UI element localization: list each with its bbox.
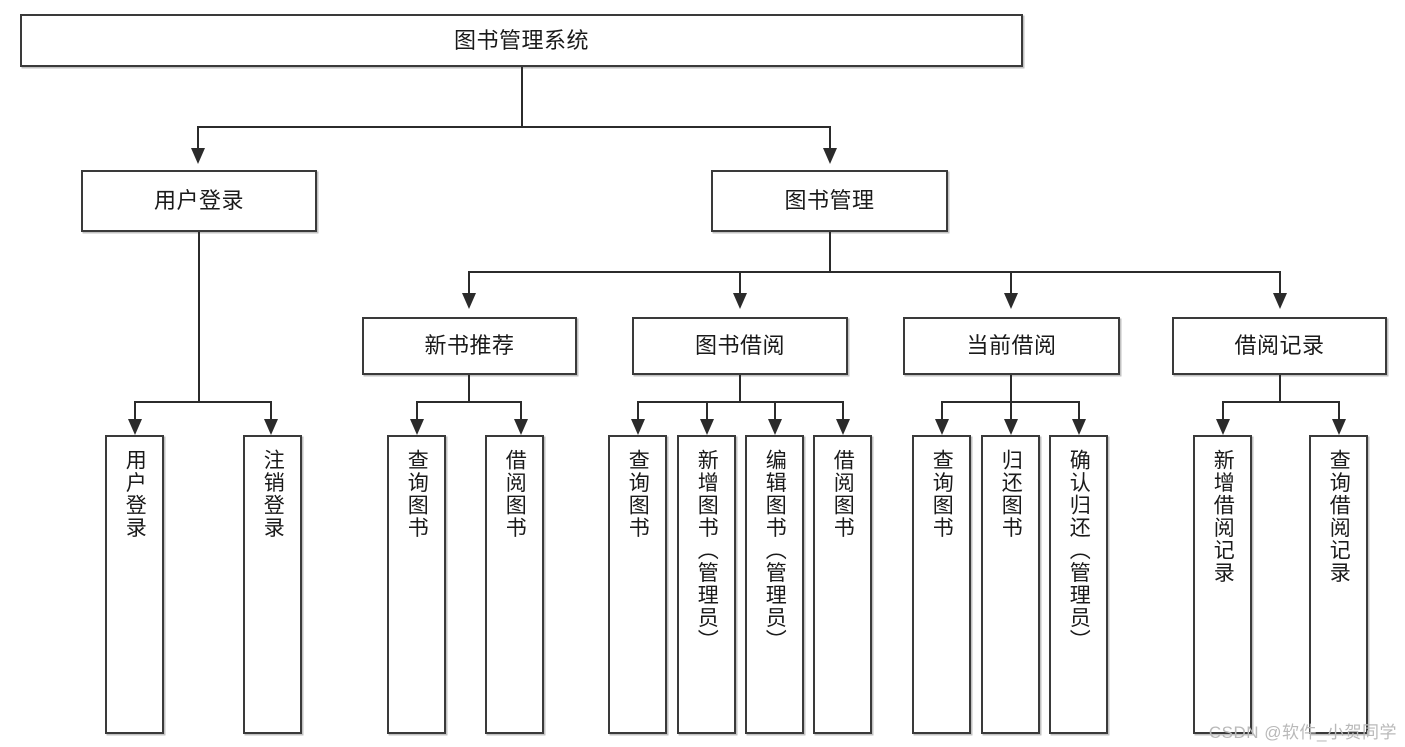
connector-bb-to-leaf-3: [774, 401, 776, 419]
connector-book-borrow-stem: [739, 375, 741, 402]
node-label: 查询图书: [626, 449, 650, 539]
connector-book-management-stem: [829, 232, 831, 272]
node-label: 图书管理系统: [453, 27, 589, 53]
node-label: 查询借阅记录: [1327, 449, 1351, 584]
node-leaf-add-borrow-record[interactable]: 新增借阅记录: [1193, 435, 1252, 734]
node-label: 查询图书: [405, 449, 429, 539]
connector-cb-to-leaf-1: [941, 401, 943, 419]
node-label: 查询图书: [930, 449, 954, 539]
arrow-cb-to-leaf-1: [935, 419, 949, 435]
connector-new-book-to-leaf-2: [520, 401, 522, 419]
arrow-user-login-to-leaf-2: [264, 419, 278, 435]
arrow-br-to-leaf-1: [1216, 419, 1230, 435]
connector-bm-to-book-borrow: [739, 271, 741, 293]
arrow-root-to-book-management: [823, 148, 837, 164]
arrow-bb-to-leaf-4: [836, 419, 850, 435]
node-leaf-edit-book-admin[interactable]: 编辑图书（管理员）: [745, 435, 804, 734]
connector-bm-to-current-borrow: [1010, 271, 1012, 293]
node-user-login[interactable]: 用户登录: [81, 170, 317, 232]
connector-borrow-record-stem: [1279, 375, 1281, 402]
connector-book-borrow-bus: [637, 401, 843, 403]
connector-bm-to-borrow-record: [1279, 271, 1281, 293]
connector-user-login-stem: [198, 232, 200, 402]
arrow-user-login-to-leaf-1: [128, 419, 142, 435]
node-leaf-query-borrow-record[interactable]: 查询借阅记录: [1309, 435, 1368, 734]
connector-user-login-to-leaf-1: [134, 401, 136, 419]
connector-bm-to-new-book: [468, 271, 470, 293]
node-leaf-query-book-2[interactable]: 查询图书: [608, 435, 667, 734]
node-book-borrow[interactable]: 图书借阅: [632, 317, 848, 375]
arrow-br-to-leaf-2: [1332, 419, 1346, 435]
node-leaf-borrow-book-2[interactable]: 借阅图书: [813, 435, 872, 734]
arrow-bm-to-current-borrow: [1004, 293, 1018, 309]
arrow-cb-to-leaf-3: [1072, 419, 1086, 435]
arrow-cb-to-leaf-2: [1004, 419, 1018, 435]
connector-br-to-leaf-1: [1222, 401, 1224, 419]
node-label: 借阅图书: [831, 449, 855, 539]
node-leaf-add-book-admin[interactable]: 新增图书（管理员）: [677, 435, 736, 734]
connector-current-borrow-stem: [1010, 375, 1012, 402]
connector-root-bus: [197, 126, 831, 128]
node-label: 新书推荐: [424, 333, 515, 359]
node-leaf-query-book-3[interactable]: 查询图书: [912, 435, 971, 734]
connector-bb-to-leaf-1: [637, 401, 639, 419]
node-label: 编辑图书（管理员）: [763, 449, 787, 652]
connector-book-management-bus: [468, 271, 1279, 273]
node-label: 确认归还（管理员）: [1067, 449, 1091, 652]
node-label: 新增借阅记录: [1211, 449, 1235, 584]
node-label: 图书管理: [784, 188, 875, 214]
arrow-bb-to-leaf-1: [631, 419, 645, 435]
csdn-watermark: CSDN @软件_小贺同学: [1208, 723, 1397, 742]
node-label: 图书借阅: [694, 333, 785, 359]
connector-br-to-leaf-2: [1338, 401, 1340, 419]
node-leaf-user-login[interactable]: 用户登录: [105, 435, 164, 734]
connector-cb-to-leaf-3: [1078, 401, 1080, 419]
arrow-bb-to-leaf-3: [768, 419, 782, 435]
connector-root-to-book-management: [829, 126, 831, 148]
arrow-bm-to-new-book: [462, 293, 476, 309]
node-label: 借阅记录: [1234, 333, 1325, 359]
connector-new-book-stem: [468, 375, 470, 402]
node-label: 用户登录: [153, 188, 244, 214]
connector-borrow-record-bus: [1222, 401, 1338, 403]
connector-new-book-to-leaf-1: [416, 401, 418, 419]
arrow-bb-to-leaf-2: [700, 419, 714, 435]
connector-cb-to-leaf-2: [1010, 401, 1012, 419]
node-leaf-logout[interactable]: 注销登录: [243, 435, 302, 734]
node-label: 用户登录: [123, 449, 147, 539]
connector-user-login-bus: [134, 401, 270, 403]
arrow-new-book-to-leaf-1: [410, 419, 424, 435]
node-label: 新增图书（管理员）: [695, 449, 719, 652]
connector-bb-to-leaf-4: [842, 401, 844, 419]
node-label: 注销登录: [261, 449, 285, 539]
node-book-management[interactable]: 图书管理: [711, 170, 948, 232]
arrow-bm-to-borrow-record: [1273, 293, 1287, 309]
connector-user-login-to-leaf-2: [270, 401, 272, 419]
connector-root-to-user-login: [197, 126, 199, 148]
arrow-new-book-to-leaf-2: [514, 419, 528, 435]
connector-new-book-bus: [416, 401, 520, 403]
node-leaf-return-book[interactable]: 归还图书: [981, 435, 1040, 734]
node-book-management-system[interactable]: 图书管理系统: [20, 14, 1023, 67]
node-label: 借阅图书: [503, 449, 527, 539]
arrow-root-to-user-login: [191, 148, 205, 164]
node-borrow-record[interactable]: 借阅记录: [1172, 317, 1387, 375]
node-label: 归还图书: [999, 449, 1023, 539]
node-leaf-query-book-1[interactable]: 查询图书: [387, 435, 446, 734]
connector-root-stem: [521, 67, 523, 127]
node-leaf-confirm-return-admin[interactable]: 确认归还（管理员）: [1049, 435, 1108, 734]
node-new-book-recommend[interactable]: 新书推荐: [362, 317, 577, 375]
connector-bb-to-leaf-2: [706, 401, 708, 419]
arrow-bm-to-book-borrow: [733, 293, 747, 309]
node-leaf-borrow-book-1[interactable]: 借阅图书: [485, 435, 544, 734]
node-current-borrow[interactable]: 当前借阅: [903, 317, 1120, 375]
node-label: 当前借阅: [966, 333, 1057, 359]
